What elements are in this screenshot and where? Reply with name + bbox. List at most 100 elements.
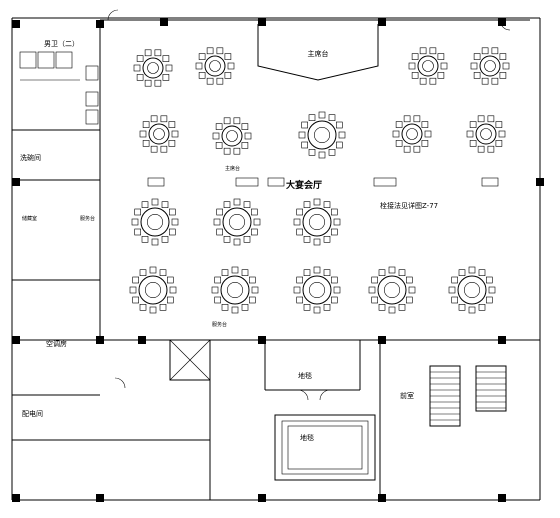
chair: [249, 296, 256, 304]
chair: [313, 198, 321, 206]
chair: [223, 117, 231, 125]
chair: [308, 114, 316, 121]
chair: [154, 49, 162, 57]
chair: [313, 238, 321, 246]
ceiling-note: 栓接法见详图Z-77: [380, 201, 438, 210]
water-area-label: 地毯: [300, 433, 314, 442]
chair: [481, 77, 489, 85]
chair: [388, 266, 396, 274]
chair: [139, 130, 147, 138]
chair: [301, 141, 309, 149]
chair: [214, 276, 221, 284]
chair: [487, 145, 495, 153]
chair: [448, 286, 456, 294]
chair: [298, 131, 306, 139]
chair: [330, 208, 338, 216]
lobby-label: 前室: [400, 391, 414, 400]
banquet-hall-label: 大宴会厅: [286, 179, 322, 191]
chair: [165, 64, 173, 72]
chair: [134, 208, 141, 216]
chair: [408, 286, 416, 294]
outer-walls: [11, 17, 541, 501]
chair: [198, 53, 206, 60]
chair: [398, 269, 406, 277]
small-mark-a: 主席台: [225, 165, 240, 172]
chair: [129, 286, 137, 294]
chair: [395, 140, 403, 147]
chair: [215, 142, 223, 149]
banquet-table: [392, 115, 432, 153]
chair: [150, 145, 158, 153]
chair: [293, 218, 301, 226]
chair: [488, 286, 496, 294]
ac-room-label: 空调房: [46, 339, 67, 348]
chair: [241, 303, 249, 311]
chair: [296, 208, 304, 216]
chair: [469, 140, 477, 147]
chair: [395, 121, 403, 128]
chair: [470, 62, 478, 70]
banquet-table: [131, 198, 179, 246]
chair: [403, 145, 411, 153]
chair: [371, 276, 379, 284]
chair: [421, 140, 429, 147]
chair: [368, 286, 376, 294]
chair: [419, 77, 427, 85]
chair: [215, 123, 223, 130]
banquet-table: [293, 198, 341, 246]
cabinet-a-label: 储藏室: [22, 215, 37, 222]
chair: [154, 79, 162, 87]
chair: [437, 53, 445, 60]
chair: [216, 208, 223, 216]
chair: [206, 77, 214, 85]
chair: [473, 72, 481, 79]
chair: [502, 62, 510, 70]
chair: [221, 303, 229, 311]
chair: [212, 132, 220, 140]
chair: [330, 276, 338, 284]
chair: [134, 228, 141, 236]
chair: [233, 147, 241, 155]
chair: [499, 72, 507, 79]
chair: [335, 141, 343, 149]
chair: [413, 115, 421, 123]
chair: [149, 306, 157, 314]
chair: [244, 132, 252, 140]
banquet-table: [195, 47, 235, 85]
chair: [151, 198, 159, 206]
chair: [333, 286, 341, 294]
chair: [296, 296, 304, 304]
chair: [132, 276, 139, 284]
chair: [241, 123, 249, 130]
chair: [458, 269, 466, 277]
structural-columns: [12, 18, 544, 502]
chair: [141, 201, 149, 208]
chair: [371, 296, 379, 304]
chair: [243, 236, 251, 243]
chair: [132, 296, 139, 304]
chair: [478, 269, 486, 277]
chair: [231, 266, 239, 274]
elec-room-label: 配电间: [22, 409, 43, 418]
chair: [249, 276, 256, 284]
chair: [296, 276, 304, 284]
banquet-table: [408, 47, 448, 85]
chair: [296, 228, 304, 236]
chair: [136, 55, 144, 62]
chair: [392, 130, 400, 138]
chair: [216, 228, 223, 236]
chair: [223, 147, 231, 155]
chair: [233, 198, 241, 206]
chair: [468, 306, 476, 314]
doors: [107, 9, 511, 401]
stairs: [429, 365, 507, 427]
chair: [473, 53, 481, 60]
chair: [437, 72, 445, 79]
chair: [168, 140, 176, 147]
chair: [424, 130, 432, 138]
chair: [323, 236, 331, 243]
banquet-table: [293, 266, 341, 314]
chair: [477, 115, 485, 123]
chair: [171, 218, 179, 226]
